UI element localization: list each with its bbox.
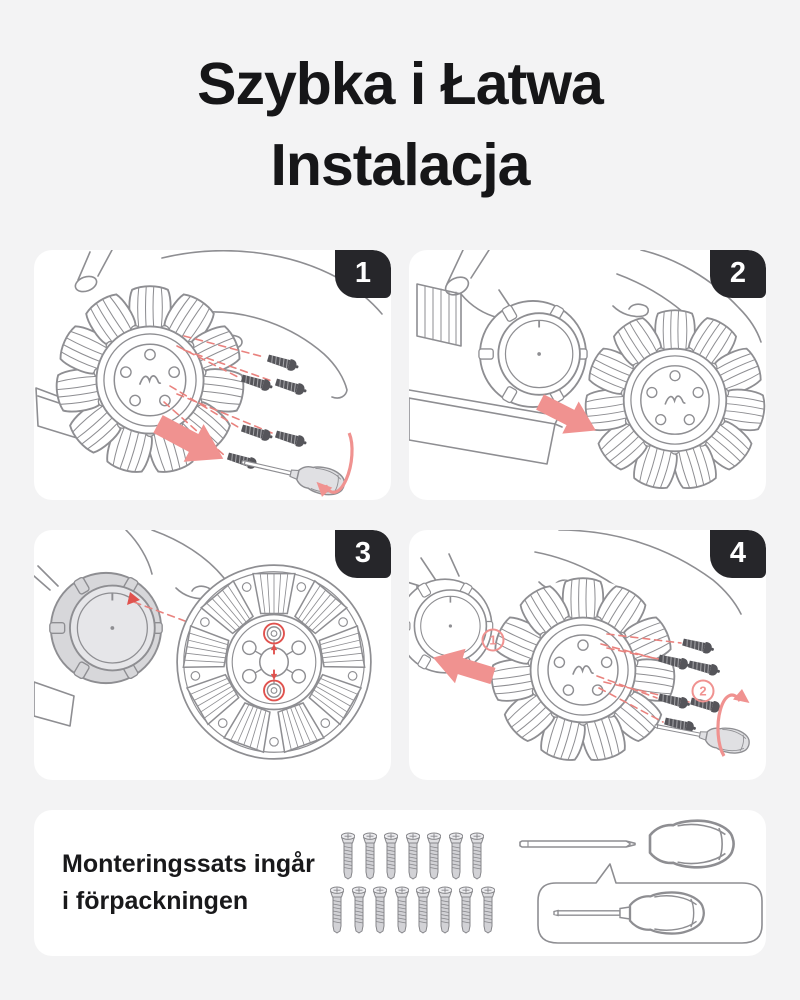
title-line-1: Szybka i Łatwa — [197, 51, 604, 117]
svg-text:1: 1 — [489, 633, 496, 648]
screw-icon — [351, 886, 366, 934]
kit-tools — [519, 819, 763, 944]
step-number: 4 — [729, 536, 747, 569]
kit-text-line-2: i förpackningen — [62, 887, 249, 915]
omni-wheel-icon — [489, 578, 676, 764]
screw-icon — [480, 886, 495, 934]
screw-icon — [362, 832, 377, 880]
axle-hub-icon — [478, 300, 588, 408]
assembled-screwdriver-callout — [537, 863, 763, 944]
step-2-illustration — [409, 250, 766, 500]
kit-screws-top-row — [341, 832, 508, 880]
step-number-badge: 3 — [335, 530, 391, 578]
axle-hub-icon — [48, 571, 164, 685]
kit-text: Monteringssats ingår i förpackningen — [62, 846, 324, 921]
omni-wheel-icon — [583, 310, 766, 491]
kit-screws-bottom-row — [330, 886, 508, 934]
screwdriver-bit-icon — [519, 840, 636, 848]
step-3-illustration — [34, 530, 391, 780]
wheel-front-view-icon — [177, 565, 371, 759]
step-number: 2 — [729, 256, 747, 289]
screw-icon — [416, 886, 430, 934]
step-number-badge: 1 — [335, 250, 391, 298]
screw-icon — [459, 886, 473, 934]
step-number: 1 — [354, 256, 372, 289]
step-panel-2: 2 — [409, 250, 766, 500]
screw-icon — [394, 886, 409, 934]
step-panel-3: 3 — [34, 530, 391, 780]
screw-icon — [470, 832, 484, 880]
screw-icon — [437, 886, 452, 934]
assembled-screwdriver-icon — [553, 891, 706, 935]
step-number: 3 — [354, 536, 372, 569]
step-number-badge: 2 — [710, 250, 766, 298]
screw-icon — [448, 832, 463, 880]
screw-icon — [427, 832, 441, 880]
sub-step-1-label: 1 — [481, 628, 505, 652]
screw-icon — [373, 886, 387, 934]
kit-screws — [330, 832, 508, 934]
step-panel-4: 1 2 4 — [409, 530, 766, 780]
page-title: Szybka i Łatwa Instalacja — [0, 44, 800, 207]
svg-text:2: 2 — [699, 684, 706, 699]
steps-grid: 1 2 — [34, 250, 766, 780]
alignment-marker-arrow — [127, 592, 140, 605]
step-panel-1: 1 — [34, 250, 391, 500]
screw-icon — [330, 886, 344, 934]
omni-wheel-icon — [54, 286, 246, 476]
step-number-badge: 4 — [710, 530, 766, 578]
screw-icon — [341, 832, 355, 880]
title-line-2: Instalacja — [270, 132, 531, 199]
kit-panel: Monteringssats ingår i förpackningen — [34, 810, 766, 956]
sub-step-2-label: 2 — [691, 679, 715, 703]
screw-guide-lines — [596, 633, 690, 723]
kit-text-line-1: Monteringssats ingår — [62, 849, 315, 878]
screw-icon — [405, 832, 420, 880]
screwdriver-handle-icon — [648, 819, 736, 869]
step-1-illustration — [35, 250, 383, 500]
step-4-illustration: 1 2 — [409, 530, 766, 780]
screw-icon — [384, 832, 398, 880]
